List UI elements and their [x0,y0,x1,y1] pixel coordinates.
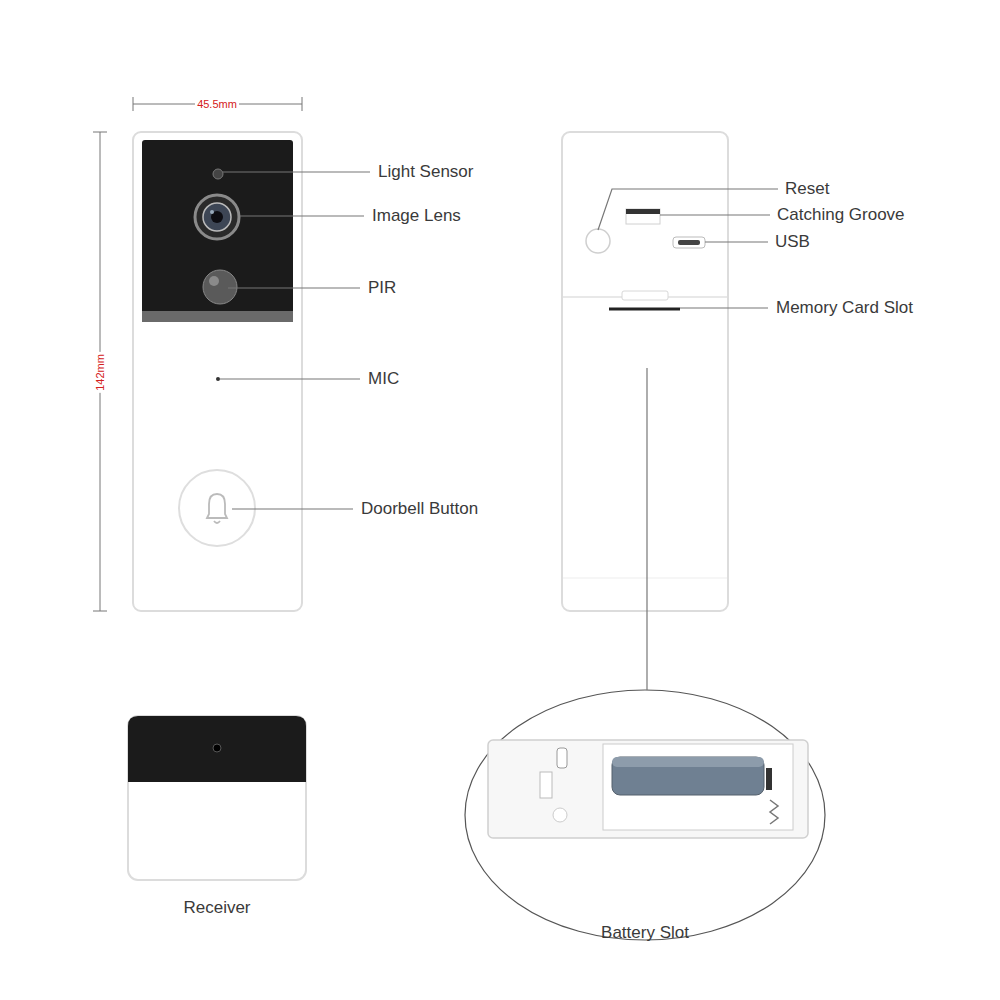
part-label: Catching Groove [777,205,905,225]
dim-height: 142mm [94,352,107,393]
figure-caption: Battery Slot [601,923,689,943]
part-label: MIC [368,369,399,389]
part-label: PIR [368,278,396,298]
figure-caption: Receiver [183,898,250,918]
part-label: Doorbell Button [361,499,478,519]
part-label: USB [775,232,810,252]
part-label: Light Sensor [378,162,473,182]
part-label: Memory Card Slot [776,298,913,318]
part-label: Image Lens [372,206,461,226]
part-label: Reset [785,179,829,199]
dim-width: 45.5mm [195,98,239,111]
